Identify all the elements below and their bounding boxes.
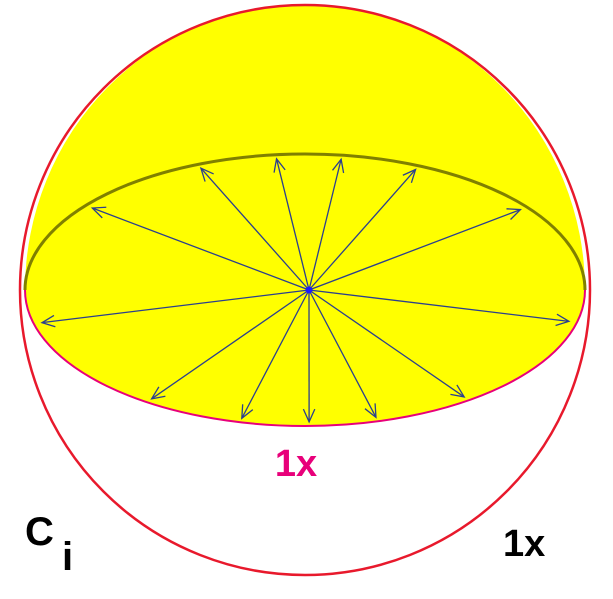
sphere-outline <box>18 3 592 577</box>
radial-arrow-shaft <box>308 289 465 398</box>
corner-label-c: C <box>25 510 54 554</box>
radial-arrow-head <box>199 166 214 182</box>
radial-arrow-shaft <box>308 169 417 291</box>
equator-label: 1x <box>275 443 317 485</box>
radial-arrow-head <box>40 314 56 328</box>
equator-front-arc <box>24 289 586 427</box>
right-label: 1x <box>503 523 545 565</box>
radial-arrow-head <box>506 208 522 220</box>
radial-arrows <box>40 157 571 424</box>
radial-arrow-head <box>241 404 254 420</box>
radial-arrow-shaft <box>200 167 310 291</box>
radial-arrow-head <box>332 157 345 174</box>
radial-arrow-head <box>402 168 417 184</box>
radial-arrow-shaft <box>41 289 310 324</box>
radial-arrow-head <box>364 403 377 419</box>
corner-label-subscript-i: i <box>62 535 73 579</box>
radial-arrow-head <box>302 408 316 424</box>
radial-arrow-head <box>90 206 107 219</box>
radial-arrow-shaft <box>308 159 342 291</box>
radial-arrow-shaft <box>308 208 521 291</box>
radial-arrow-head <box>150 386 166 400</box>
upper-hemisphere-fill <box>25 4 585 426</box>
radial-arrow-shaft <box>275 158 310 291</box>
radial-arrow-head <box>450 384 466 398</box>
radial-arrow-shaft <box>308 289 570 322</box>
radial-arrow-shaft <box>92 207 310 291</box>
equator-back-arc <box>23 152 587 291</box>
center-point <box>305 286 313 294</box>
radial-arrow-shaft <box>308 289 377 418</box>
radial-arrow-head <box>555 313 571 327</box>
radial-arrow-shaft <box>241 289 310 419</box>
radial-arrow-shaft <box>151 289 310 400</box>
radial-arrow-head <box>273 157 286 173</box>
